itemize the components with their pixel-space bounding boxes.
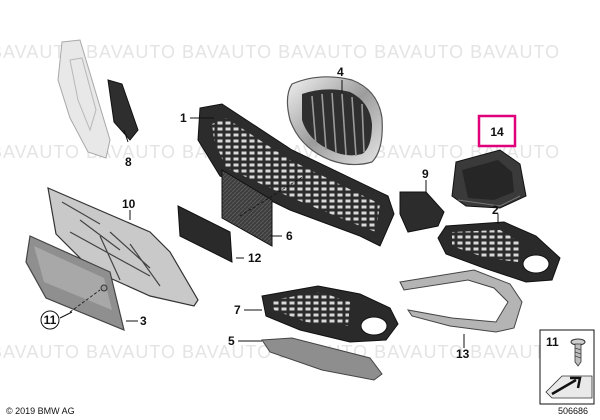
part-2-right-fog-grille [437,221,561,283]
label-part-3: 3 [140,314,147,328]
copyright-text: © 2019 BMW AG [6,406,75,416]
label-part-10: 10 [122,197,136,211]
part-labels: 1 2 3 4 5 6 7 8 9 10 13 12 [122,65,499,361]
part-5-lower-spoiler [261,337,383,381]
label-part-13: 13 [456,347,470,361]
label-part-11-circled: 11 [40,310,60,330]
label-part-5: 5 [228,334,235,348]
watermark-row: BAVAUTO BAVAUTO BAVAUTO BAVAUTO BAVAUTO … [0,42,560,62]
part-14-air-duct [451,149,527,209]
diagram-number: 506686 [558,406,588,416]
label-part-9: 9 [422,167,429,181]
screw-icon [570,338,586,367]
leader-lines [59,80,499,348]
legend-box: 11 [539,329,595,405]
part-3-plate-base [25,235,125,332]
part-13-trim-strip [399,269,523,333]
arrow-icon [545,375,593,399]
label-part-6: 6 [286,229,293,243]
label-part-11: 11 [44,313,57,327]
label-part-12: 12 [248,251,262,265]
part-12-blind-cover [177,205,233,263]
label-part-4: 4 [337,65,344,79]
part-9-bracket [399,191,445,233]
part-4-kidney-grille [286,76,383,166]
part-1-lower-grille [197,103,395,247]
screw-part-11 [69,284,108,313]
label-part-14: 14 [490,125,504,139]
label-part-1: 1 [180,111,187,125]
part-8-radiator-shroud [57,39,139,159]
legend-label-11: 11 [546,335,559,349]
part-7-left-fog-grille [261,285,399,343]
highlight-part-14: 14 [477,114,517,148]
part-10-carrier-frame [47,187,199,307]
label-part-2: 2 [492,203,499,217]
label-part-7: 7 [234,303,241,317]
part-6-center-cover [221,169,273,247]
label-part-8: 8 [125,155,132,169]
